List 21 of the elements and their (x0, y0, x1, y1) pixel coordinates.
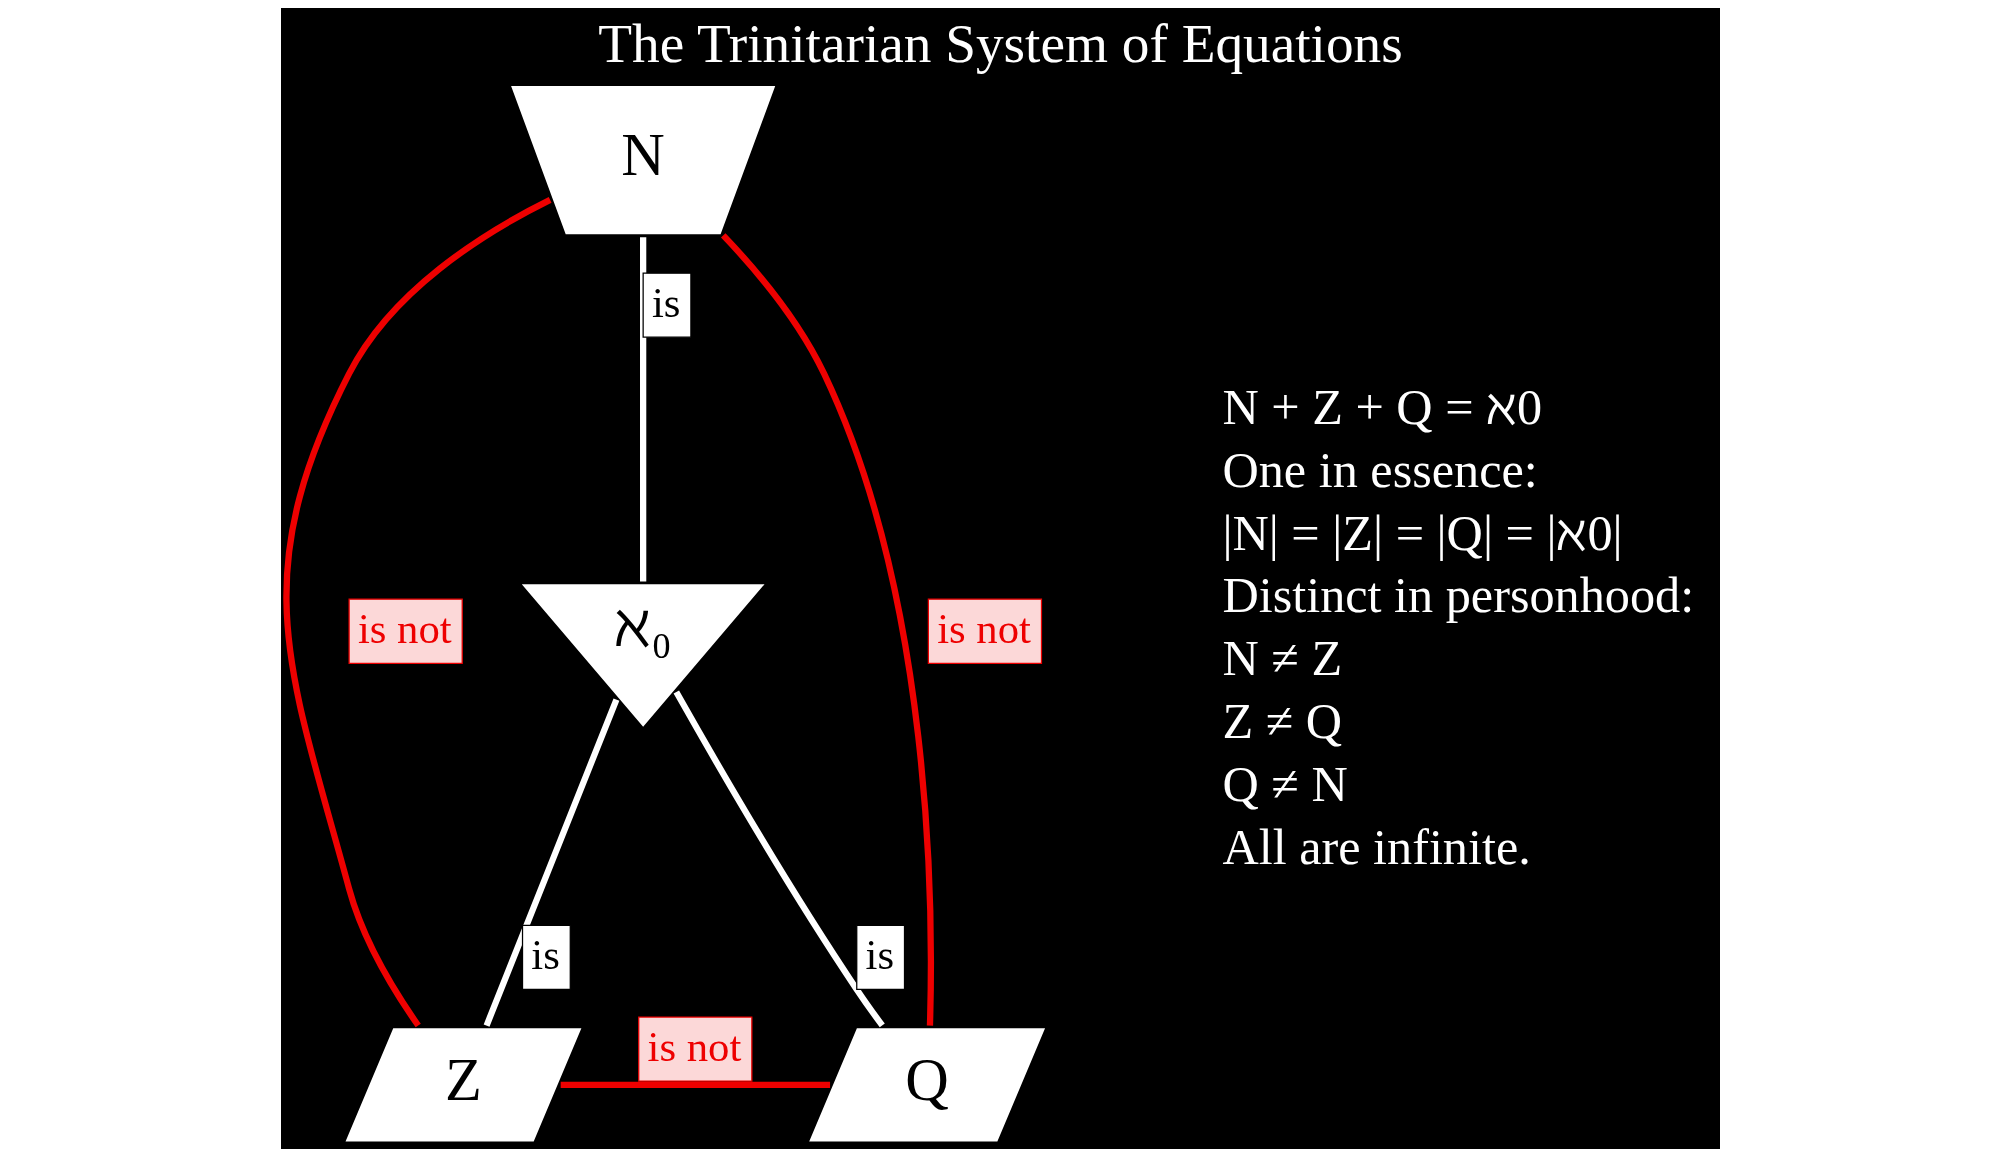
connector (639, 237, 646, 582)
diagram-title: The Trinitarian System of Equations (597, 13, 1403, 75)
label: Distinct in personhood: (1221, 567, 1694, 624)
connector (483, 698, 619, 1027)
label: One in essence: (1221, 441, 1538, 498)
edge-label: is not (647, 1022, 741, 1070)
connector (720, 233, 934, 1026)
connector (282, 197, 552, 1028)
label: N ≠ Z (1221, 630, 1342, 687)
edge-label: is not (936, 604, 1031, 652)
edge-label: is (865, 930, 894, 978)
edge-label: is (530, 930, 560, 978)
connector (560, 1081, 830, 1089)
connector (673, 690, 885, 1028)
edge-label: is (651, 278, 680, 326)
label: |N| = |Z| = |Q| = |ℵ0| (1221, 504, 1623, 561)
label: All are infinite. (1221, 818, 1531, 875)
label: Q ≠ N (1221, 755, 1348, 812)
label: Z ≠ Q (1221, 693, 1342, 750)
label: N + Z + Q = ℵ0 (1221, 378, 1542, 435)
edge-label: is not (357, 604, 452, 652)
